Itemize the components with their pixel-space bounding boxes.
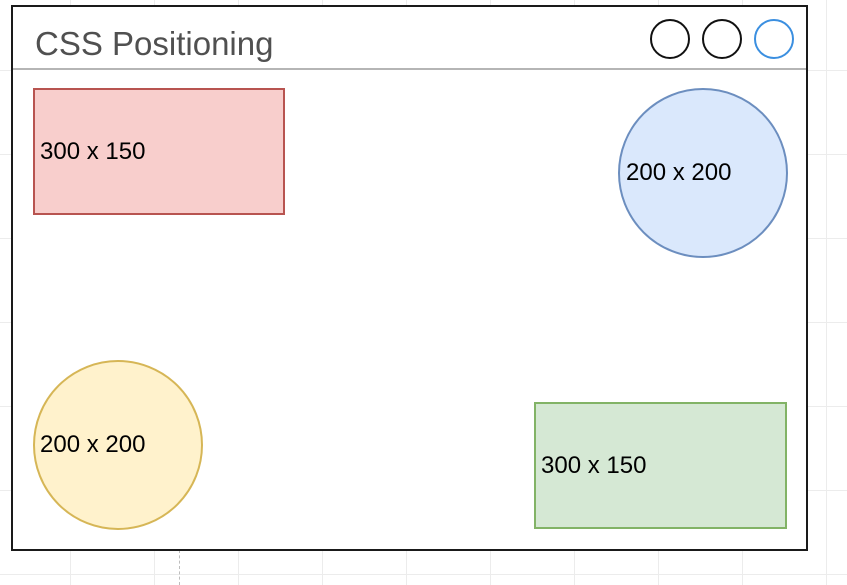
bottom-left-circle-label: 200 x 200 — [40, 431, 146, 458]
bottom-right-rectangle-label: 300 x 150 — [541, 451, 647, 479]
window-control-circle-2 — [702, 19, 742, 59]
bottom-right-rectangle: 300 x 150 — [534, 402, 787, 529]
window-title: CSS Positioning — [35, 25, 274, 62]
window-control-circle-3 — [754, 19, 794, 59]
bottom-left-circle: 200 x 200 — [33, 360, 203, 530]
top-right-circle: 200 x 200 — [618, 88, 788, 258]
window-titlebar: CSS Positioning — [13, 7, 806, 70]
top-right-circle-label: 200 x 200 — [626, 159, 732, 186]
window-control-circle-1 — [650, 19, 690, 59]
top-left-rectangle: 300 x 150 — [33, 88, 285, 215]
dashed-guide-line — [179, 550, 180, 585]
top-left-rectangle-label: 300 x 150 — [40, 137, 146, 165]
browser-window: CSS Positioning 300 x 150 200 x 200 200 … — [11, 5, 808, 551]
